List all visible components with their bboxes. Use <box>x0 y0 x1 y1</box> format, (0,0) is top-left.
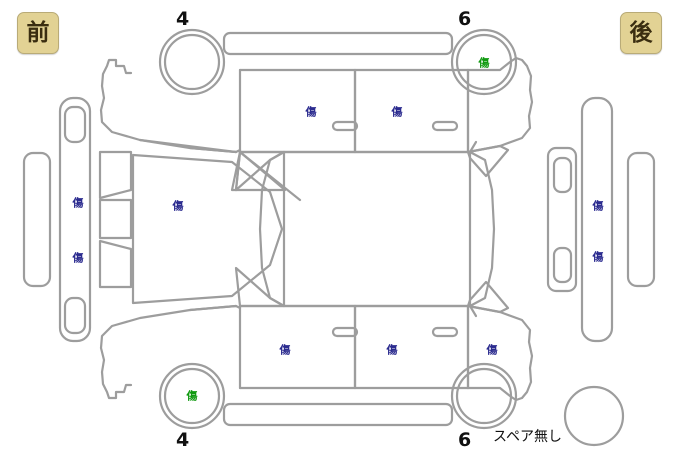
rear-glass-top-wedge <box>466 144 510 178</box>
rear-crease-top <box>468 140 478 154</box>
damage-marker-right-rear-quarter[interactable]: 傷 <box>486 343 498 357</box>
tire-label-rear-left: 6 <box>458 8 472 30</box>
rear-lamp-lower <box>552 246 573 284</box>
damage-marker-hood-panel[interactable]: 傷 <box>172 199 184 213</box>
front-grille-lower <box>63 296 87 335</box>
rear-glass-bottom-wedge <box>466 280 510 314</box>
headlamp-left <box>98 150 133 200</box>
tire-label-front-left: 4 <box>176 8 190 30</box>
rear-bumper-outer-bar <box>626 151 656 288</box>
rear-lamp-housing <box>546 146 578 293</box>
damage-marker-rear-right-door[interactable]: 傷 <box>386 343 398 357</box>
wheel-rear-right-inner <box>455 367 513 425</box>
front-right-fender <box>99 304 242 400</box>
orientation-badge-front: 前 <box>17 12 59 54</box>
damage-marker-rear-left-wheel[interactable]: 傷 <box>478 56 490 70</box>
windshield-bottom-wedge <box>234 266 286 308</box>
wheel-front-right <box>158 362 226 430</box>
rear-lamp-upper <box>552 156 573 194</box>
rear-crease-bottom <box>468 304 478 318</box>
wheel-rear-left <box>450 28 518 96</box>
cowl-crease-left-top <box>188 146 238 154</box>
roof-panel <box>258 150 496 308</box>
a-pillar-upper <box>238 150 302 202</box>
damage-marker-rear-bumper-upper[interactable]: 傷 <box>592 199 604 213</box>
front-left-fender <box>99 58 242 154</box>
wheel-front-left <box>158 28 226 96</box>
damage-marker-front-left-door[interactable]: 傷 <box>305 105 317 119</box>
wheel-spare <box>563 385 625 447</box>
wheel-rear-right <box>450 362 518 430</box>
top-panel-bottom-edge <box>238 68 357 154</box>
left-side-sill <box>222 31 454 56</box>
right-side-sill <box>222 402 454 427</box>
damage-marker-front-right-door[interactable]: 傷 <box>279 343 291 357</box>
bottom-panel-divider-2 <box>353 304 470 390</box>
door-handle-top-1 <box>331 120 359 132</box>
cowl-crease-left-bottom <box>188 304 238 312</box>
wheel-front-right-inner <box>163 367 221 425</box>
orientation-badge-rear: 後 <box>620 12 662 54</box>
rear-bumper-main-bar <box>580 96 614 343</box>
top-panel-divider-2 <box>353 68 470 154</box>
damage-marker-front-bumper-upper[interactable]: 傷 <box>72 196 84 210</box>
door-handle-bottom-1 <box>331 326 359 338</box>
damage-marker-front-bumper-lower[interactable]: 傷 <box>72 251 84 265</box>
rear-left-fender <box>466 56 534 154</box>
door-handle-bottom-2 <box>431 326 459 338</box>
wheel-rear-left-inner <box>455 33 513 91</box>
bottom-panel-top-edge <box>238 304 357 390</box>
front-bumper-outer-bar <box>22 151 52 288</box>
wheel-front-left-inner <box>163 33 221 91</box>
windshield-top-wedge <box>234 150 286 192</box>
front-grille-upper <box>63 105 87 144</box>
tire-label-rear-right: 6 <box>458 429 472 451</box>
damage-marker-front-right-wheel[interactable]: 傷 <box>186 389 198 403</box>
damage-marker-rear-bumper-lower[interactable]: 傷 <box>592 250 604 264</box>
front-bumper-main-bar <box>58 96 92 343</box>
spare-tire-note: スペア無し <box>493 429 563 445</box>
tire-label-front-right: 4 <box>176 429 190 451</box>
rear-right-fender <box>466 304 534 402</box>
headlamp-right <box>98 239 133 289</box>
damage-marker-rear-left-door[interactable]: 傷 <box>391 105 403 119</box>
door-handle-top-2 <box>431 120 459 132</box>
headlamp-mid-left <box>98 198 133 240</box>
